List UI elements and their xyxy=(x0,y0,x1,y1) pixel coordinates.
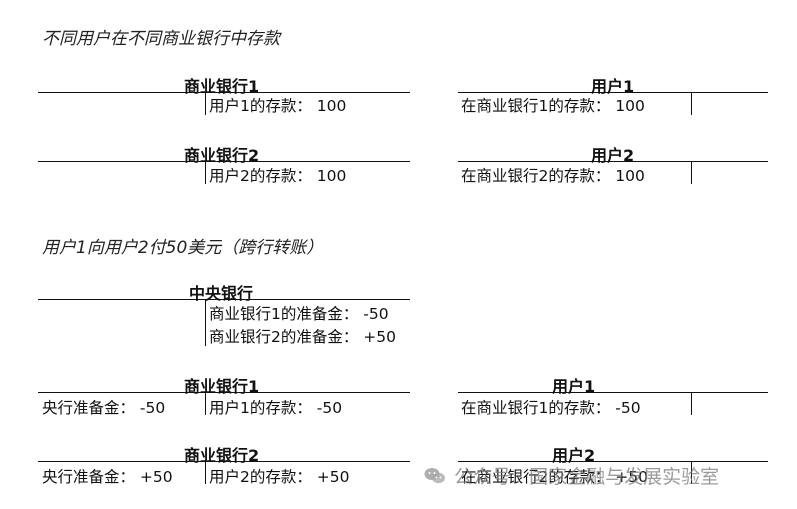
t-account-vline xyxy=(691,392,692,415)
t-account-left-entry: 央行准备金： -50 xyxy=(42,399,166,417)
t-account-vline xyxy=(691,461,692,484)
t-account-vline xyxy=(205,161,206,184)
t-account-right-entry: 用户2的存款： 100 xyxy=(209,167,347,185)
t-account-title: 商业银行1 xyxy=(184,77,260,96)
t-account-hline xyxy=(458,461,768,462)
wechat-icon xyxy=(424,467,445,483)
t-account-hline xyxy=(38,299,410,300)
t-account-hline xyxy=(38,461,410,462)
t-account-hline xyxy=(38,92,410,93)
t-account-title: 商业银行2 xyxy=(184,446,260,465)
t-account-hline xyxy=(458,392,768,393)
section-title-2: 用户1向用户2付50美元（跨行转账） xyxy=(42,238,324,258)
t-account-vline xyxy=(205,92,206,115)
t-account-vline xyxy=(205,392,206,415)
t-account-left-entry: 在商业银行1的存款： 100 xyxy=(461,97,645,115)
t-account-hline xyxy=(458,92,768,93)
t-account-vline xyxy=(691,161,692,184)
t-account-left-entry: 央行准备金： +50 xyxy=(42,468,173,486)
t-account-left-entry: 在商业银行1的存款： -50 xyxy=(461,399,641,417)
watermark-text: 公众号 · 国家金融与发展实验室 xyxy=(454,466,720,488)
t-account-title: 商业银行2 xyxy=(184,146,260,165)
t-account-right-entry: 用户1的存款： 100 xyxy=(209,97,347,115)
t-account-left-entry: 在商业银行2的存款： 100 xyxy=(461,167,645,185)
t-account-right-entry-2: 商业银行2的准备金： +50 xyxy=(209,328,396,346)
watermark: 公众号 · 国家金融与发展实验室 xyxy=(424,462,719,489)
t-account-title: 用户2 xyxy=(552,446,596,465)
t-account-left-entry: 在商业银行2的存款： +50 xyxy=(461,468,648,486)
t-account-title: 商业银行1 xyxy=(184,377,260,396)
t-account-hline xyxy=(38,161,410,162)
section-title-1: 不同用户在不同商业银行中存款 xyxy=(42,29,280,49)
t-account-right-entry: 用户2的存款： +50 xyxy=(209,468,350,486)
t-account-title: 用户1 xyxy=(591,77,635,96)
t-account-right-entry-1: 商业银行1的准备金： -50 xyxy=(209,305,389,323)
t-account-vline xyxy=(205,299,206,346)
t-account-title: 中央银行 xyxy=(189,284,254,303)
t-account-title: 用户2 xyxy=(591,146,635,165)
t-account-vline xyxy=(691,92,692,115)
t-account-right-entry: 用户1的存款： -50 xyxy=(209,399,343,417)
t-account-title: 用户1 xyxy=(552,377,596,396)
t-account-hline xyxy=(458,161,768,162)
t-account-hline xyxy=(38,392,410,393)
t-account-vline xyxy=(205,461,206,484)
